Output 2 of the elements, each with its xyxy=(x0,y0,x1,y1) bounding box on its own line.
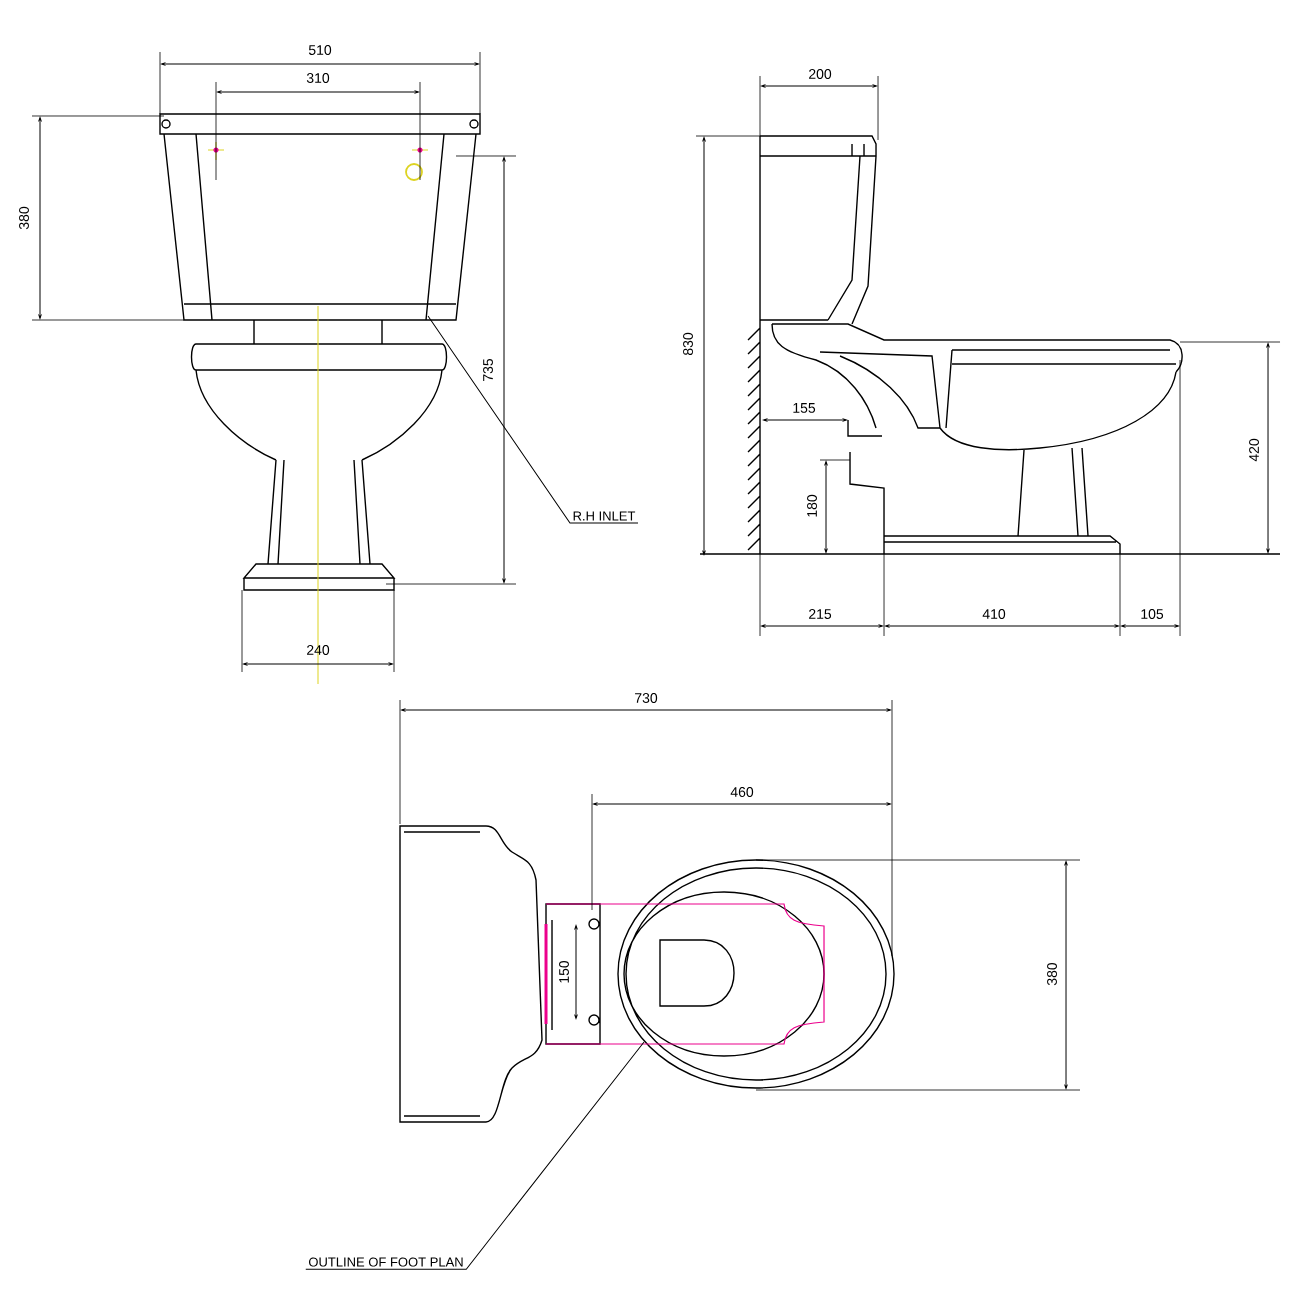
leader-line xyxy=(305,1041,645,1270)
leader-line xyxy=(427,315,639,524)
